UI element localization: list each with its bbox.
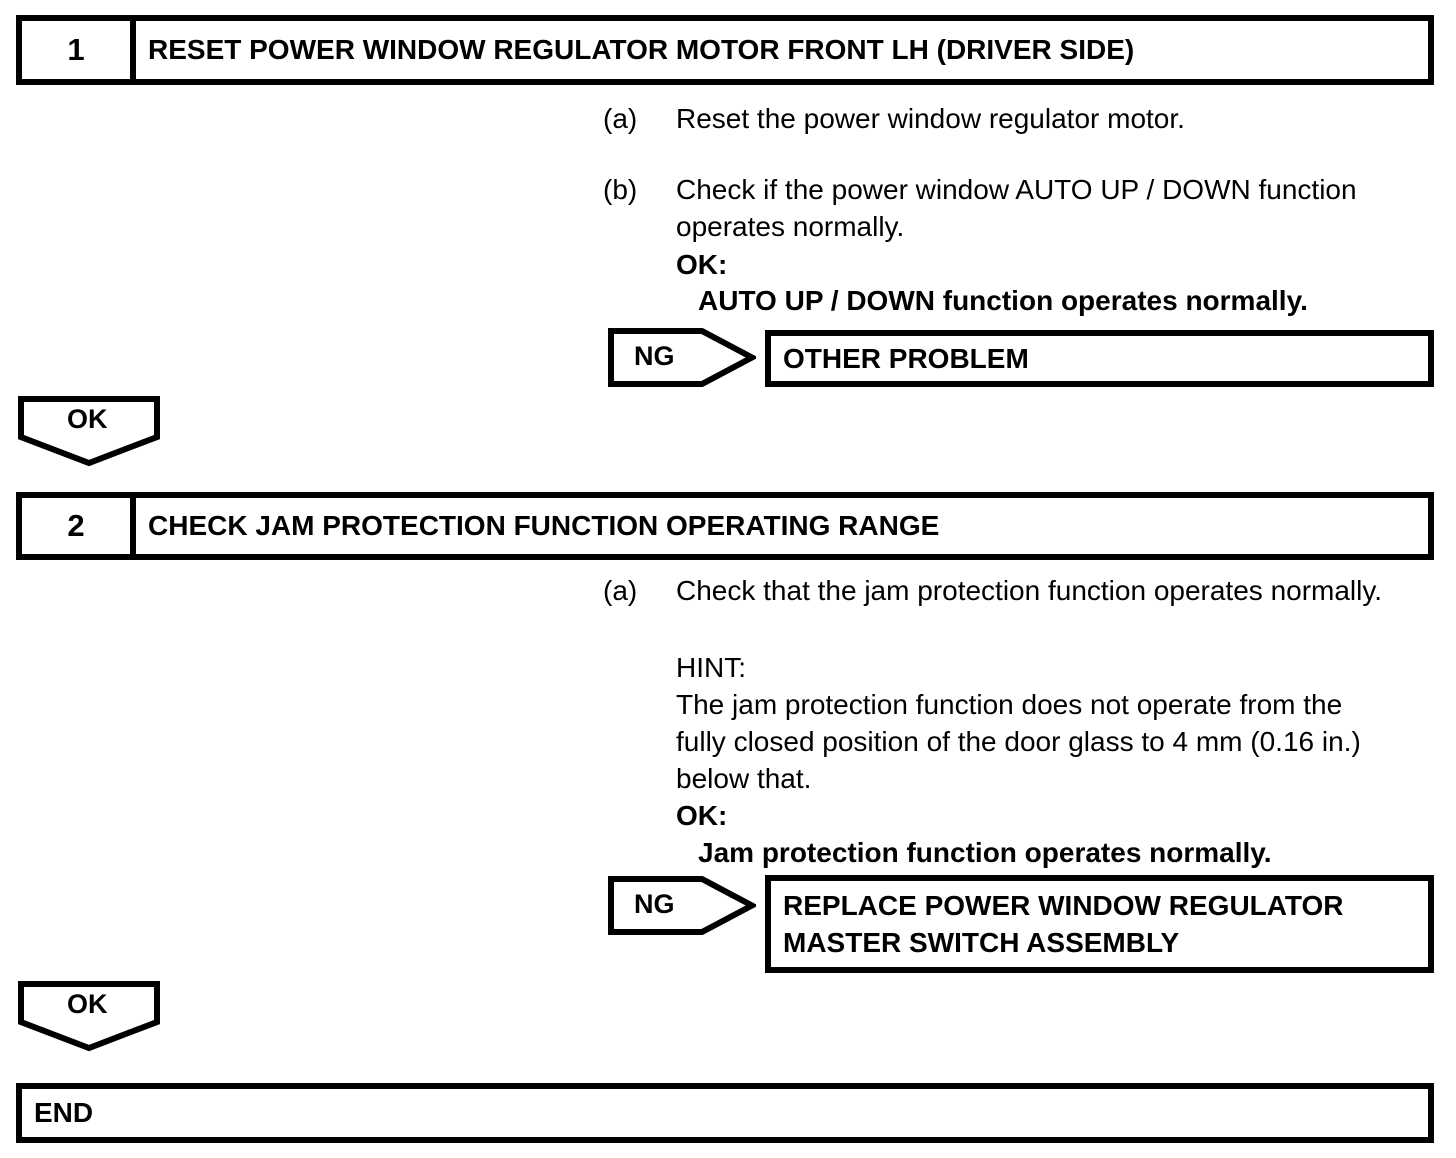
step-2-ng-result-box: REPLACE POWER WINDOW REGULATOR MASTER SW…: [765, 875, 1434, 973]
step-2-ng-result-text-line-2: MASTER SWITCH ASSEMBLY: [783, 927, 1180, 958]
step-1-ng-label: NG: [634, 341, 675, 371]
step-1-item-b-text-line-1: Check if the power window AUTO UP / DOWN…: [676, 174, 1357, 205]
step-2-number: 2: [22, 498, 136, 554]
step-2-item-a-label: (a): [603, 575, 638, 606]
end-box: END: [16, 1083, 1434, 1143]
step-2-ok-condition: Jam protection function operates normall…: [698, 837, 1272, 868]
step-2-header: 2 CHECK JAM PROTECTION FUNCTION OPERATIN…: [16, 492, 1434, 560]
step-2-item-a-text: Check that the jam protection function o…: [676, 575, 1383, 606]
step-1-item-a-label: (a): [603, 103, 638, 134]
step-1-title: RESET POWER WINDOW REGULATOR MOTOR FRONT…: [148, 34, 1135, 65]
step-1-ok-arrow-label: OK: [67, 404, 108, 434]
step-1-number: 1: [22, 21, 136, 79]
step-2-ng-result-text-line-1: REPLACE POWER WINDOW REGULATOR: [783, 890, 1344, 921]
end-label: END: [34, 1097, 94, 1128]
step-1-item-b-label: (b): [603, 174, 638, 205]
step-1-ok-condition: AUTO UP / DOWN function operates normall…: [698, 285, 1308, 316]
step-1-item-a-text: Reset the power window regulator motor.: [676, 103, 1185, 134]
step-1-ng-result-text: OTHER PROBLEM: [783, 343, 1029, 374]
step-1-ok-arrow: OK: [18, 396, 160, 467]
step-1-item-b: (b) Check if the power window AUTO UP / D…: [603, 171, 1357, 208]
step-2-ok-arrow-label: OK: [67, 989, 108, 1019]
step-1-item-a: (a) Reset the power window regulator moto…: [603, 100, 1185, 137]
ng-arrow-shape: [608, 328, 759, 387]
step-1-ng-arrow: NG: [608, 328, 759, 387]
step-2-hint-heading: HINT:: [676, 652, 746, 683]
step-2-hint-line-2: fully closed position of the door glass …: [676, 726, 1361, 757]
step-1-item-b-text-line-2: operates normally.: [676, 211, 905, 242]
step-2-item-a: (a) Check that the jam protection functio…: [603, 572, 1382, 609]
step-1-ok-heading: OK:: [676, 249, 728, 280]
step-2-hint-line-3: below that.: [676, 763, 812, 794]
step-2-ok-arrow: OK: [18, 981, 160, 1052]
ok-arrow-shape: [18, 396, 160, 467]
step-2-ok-heading: OK:: [676, 800, 728, 831]
step-2-ng-arrow: NG: [608, 876, 759, 935]
step-2-hint-line-1: The jam protection function does not ope…: [676, 689, 1343, 720]
step-2-ng-label: NG: [634, 889, 675, 919]
step-2-title: CHECK JAM PROTECTION FUNCTION OPERATING …: [148, 510, 940, 541]
ng-arrow-shape: [608, 876, 759, 935]
step-1-ng-result-box: OTHER PROBLEM: [765, 330, 1434, 387]
ok-arrow-shape: [18, 981, 160, 1052]
step-1-header: 1 RESET POWER WINDOW REGULATOR MOTOR FRO…: [16, 15, 1434, 85]
